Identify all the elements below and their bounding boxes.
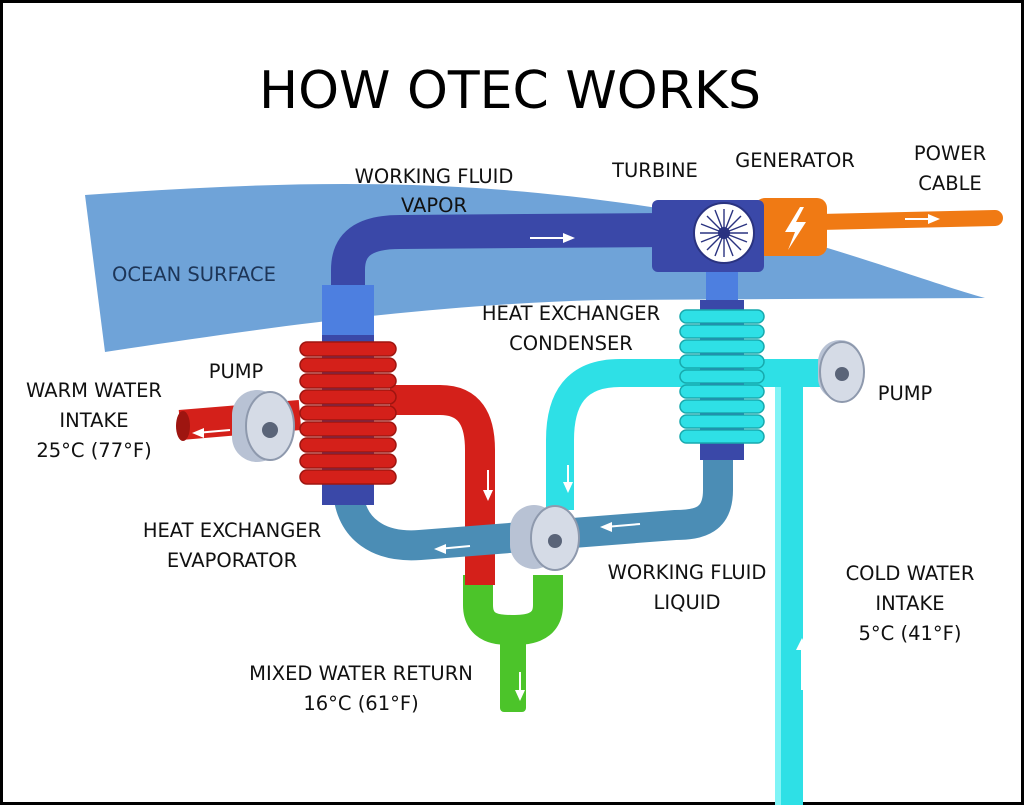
generator <box>755 198 827 256</box>
turbine <box>652 200 764 272</box>
label-turbine: TURBINE <box>611 159 698 182</box>
pump-cold <box>818 340 865 403</box>
pump-liquid <box>510 505 580 571</box>
label-warm-line2: INTAKE <box>59 409 128 432</box>
label-evap-line2: EVAPORATOR <box>167 549 297 572</box>
label-cold-line2: INTAKE <box>875 592 944 615</box>
label-ocean-surface: OCEAN SURFACE <box>112 263 276 286</box>
power-cable <box>812 210 1003 230</box>
pump-warm <box>232 390 295 462</box>
label-generator: GENERATOR <box>735 149 855 172</box>
working-fluid-vapor-pipe <box>322 213 666 340</box>
lightning-bolt-icon <box>785 207 806 250</box>
label-condenser-line1: HEAT EXCHANGER <box>482 302 660 325</box>
label-pump-right: PUMP <box>878 382 933 405</box>
label-pump-left: PUMP <box>209 360 264 383</box>
label-condenser-line2: CONDENSER <box>509 332 633 355</box>
label-vapor-line1: WORKING FLUID <box>355 165 514 188</box>
label-mixed-line1: MIXED WATER RETURN <box>249 662 473 685</box>
label-mixed-line2: 16°C (61°F) <box>303 692 418 715</box>
evaporator-coil <box>299 335 397 505</box>
working-fluid-liquid-pipe <box>333 455 733 561</box>
cold-water-pipe <box>775 380 808 805</box>
label-liquid-line1: WORKING FLUID <box>608 561 767 584</box>
label-evap-line1: HEAT EXCHANGER <box>143 519 321 542</box>
label-cold-line3: 5°C (41°F) <box>859 622 962 645</box>
page-title: HOW OTEC WORKS <box>259 61 761 121</box>
label-power-line1: POWER <box>914 142 986 165</box>
label-vapor-line2: VAPOR <box>401 194 467 217</box>
label-liquid-line2: LIQUID <box>653 591 720 614</box>
label-warm-line3: 25°C (77°F) <box>36 439 151 462</box>
cold-water-loop <box>546 359 820 510</box>
label-cold-line1: COLD WATER <box>846 562 975 585</box>
ocean-surface <box>85 183 985 352</box>
mixed-water-return <box>463 575 563 712</box>
condenser-coil <box>679 300 765 460</box>
label-warm-line1: WARM WATER <box>26 379 162 402</box>
label-power-line2: CABLE <box>918 172 982 195</box>
